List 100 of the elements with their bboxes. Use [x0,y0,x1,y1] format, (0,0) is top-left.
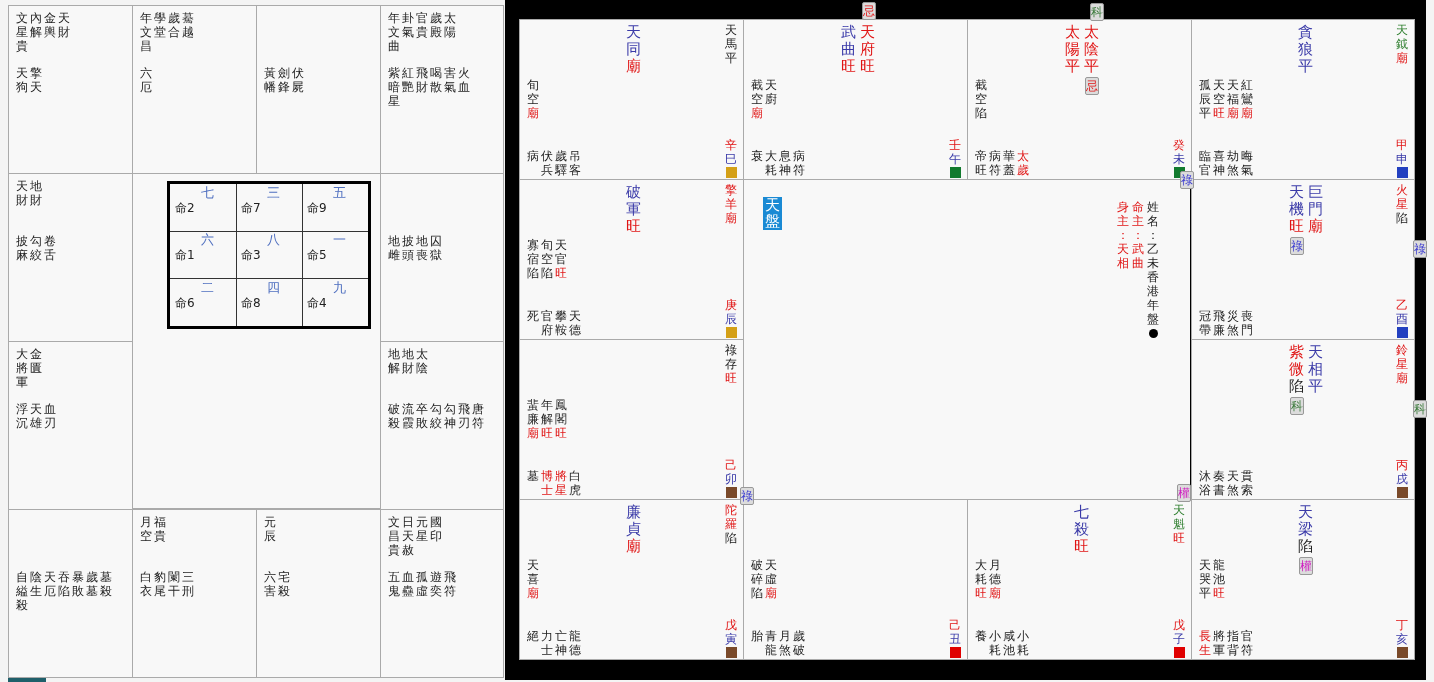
spirit-name: 亡神 [555,629,568,657]
spirit-name: 病 [527,149,540,165]
main-star-name: 巨門廟 [1307,184,1324,235]
numeral-label: 四 [267,279,280,295]
transform-badge: 忌 [1084,77,1099,95]
stem-branch-label: 丙戌 [1396,458,1409,486]
star-name: 年解旺 [541,398,554,440]
star-name: 飛符 [444,570,457,598]
star-name: 歲合 [168,11,181,41]
star-name: 地財 [30,179,43,207]
star-name: 豹尾 [154,570,167,598]
spirit-name: 伏兵 [541,149,554,177]
palace-cell [519,19,744,180]
star-name: 吞陷 [58,570,71,600]
spirit-name: 劫煞 [1227,149,1240,177]
main-star-name: 破軍旺 [626,184,642,235]
star-name: 地喪 [416,234,429,262]
spirit-name: 臨官 [1199,149,1212,177]
stem-branch-label: 癸未 [1173,138,1186,166]
transform-badge: 祿 [1180,171,1194,189]
star-name: 金輿 [44,11,57,41]
spirit-name: 天德 [569,309,582,337]
star-name: 天哭平 [1199,558,1212,600]
star-name: 大將軍 [16,347,29,389]
star-name: 飛財 [416,66,429,96]
star-cell [380,509,504,678]
stem-branch-label: 甲申 [1396,138,1409,166]
spirit-name: 息神 [779,149,792,177]
star-name: 火星陷 [1396,183,1409,225]
spirit-name: 喪門 [1241,309,1254,337]
star-name: 卷舌 [44,234,57,262]
star-cell [8,173,133,342]
spirit-name: 養 [975,629,988,645]
transform-badge: 祿 [1413,240,1427,258]
star-name: 披麻 [16,234,29,262]
destiny-label: 命6 [175,295,195,310]
main-star-name: 太陰平 [1083,24,1100,75]
spirit-name: 華蓋 [1003,149,1016,177]
star-name: 天官旺 [555,238,568,280]
main-star-name: 七殺旺 [1074,504,1090,555]
star-name: 宅殺 [278,570,291,598]
star-name: 年文昌 [140,11,153,53]
stem-branch-label: 壬午 [949,138,962,166]
spirit-name: 災煞 [1227,309,1240,337]
transform-badge: 科 [1413,400,1427,418]
spirit-name: 小耗 [1017,629,1030,657]
destiny-label: 命8 [241,295,261,310]
numeral-label: 七 [201,185,214,200]
star-name: 月德廟 [989,558,1002,600]
star-cell [8,341,133,510]
star-name: 天厄 [44,570,57,600]
star-name: 天廚 [765,78,778,108]
transform-badge: 祿 [1289,237,1304,255]
chart-info-text: 身主：天相 [1117,200,1130,270]
main-star-name: 廉貞廟 [626,504,642,555]
spirit-name: 衰 [751,149,764,165]
spirit-name: 天煞 [1227,469,1240,497]
star-name: 勾絞 [430,402,443,430]
grid-cell [302,184,368,232]
numeral-label: 八 [267,232,280,248]
spirit-name: 死 [527,309,540,325]
star-name: 金匱 [30,347,43,377]
star-name: 天馬平 [725,23,738,65]
star-name: 六厄 [140,66,153,94]
star-cell [132,5,257,174]
grid-cell [236,231,303,280]
star-name: 劍鋒 [278,66,291,94]
star-name: 龍池旺 [1213,558,1226,600]
chart-info-text: 命主：武曲 [1132,200,1145,270]
star-name: 地雌 [388,234,401,262]
stem-branch-label: 庚辰 [725,298,738,326]
stem-branch-label: 戊子 [1173,618,1186,646]
star-cell [8,509,133,678]
destiny-label: 命5 [307,248,327,263]
palace-cell [743,19,968,180]
transform-badge: 權 [1177,484,1191,502]
star-name: 太陽 [444,11,457,41]
star-name: 國印 [430,515,443,545]
spirit-name: 病符 [989,149,1002,177]
star-name: 天魁旺 [1173,503,1186,545]
star-name: 五鬼 [388,570,401,598]
star-name: 鈴星廟 [1396,343,1409,385]
star-name: 陰生 [30,570,43,600]
star-name: 截空陷 [975,78,988,120]
star-name: 破殺 [388,402,401,430]
star-name: 闌干 [168,570,181,598]
transform-badge: 權 [1299,557,1313,575]
spirit-name: 吊客 [569,149,582,177]
stem-branch-label: 己丑 [949,618,962,646]
star-cell [132,509,257,678]
star-name: 紅艷 [402,66,415,96]
star-name: 祿存旺 [725,343,738,385]
destiny-label: 命9 [307,201,327,215]
star-name: 地解 [388,347,401,375]
star-name: 月空 [140,515,153,543]
numeral-label: 一 [333,232,346,248]
numeral-label: 三 [267,185,280,200]
star-name: 年文曲 [388,11,401,53]
star-name: 天狗 [16,66,29,94]
main-star-name: 天梁陷 [1298,504,1314,555]
